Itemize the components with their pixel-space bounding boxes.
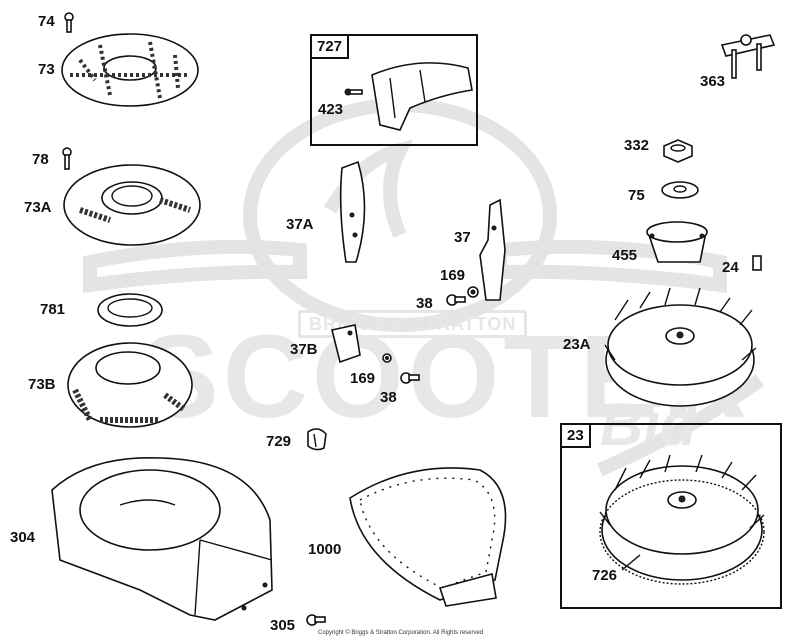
watermark-brand: BRIGGS & STRATTON: [298, 310, 528, 338]
housing-73a-icon: [63, 164, 201, 246]
part-box-23: [560, 423, 782, 609]
label-37: 37: [454, 229, 471, 246]
label-332: 332: [624, 137, 650, 154]
washer-75-icon: [661, 181, 699, 199]
screw-38a-icon: [446, 294, 466, 306]
bracket-363-icon: [720, 34, 776, 79]
nut-332-icon: [663, 139, 693, 163]
label-75: 75: [628, 187, 645, 204]
label-169b: 169: [350, 370, 376, 387]
cover-727-icon: [344, 62, 473, 131]
screw-305-icon: [306, 614, 326, 626]
screen-73b-icon: [67, 342, 193, 428]
cup-455-icon: [646, 221, 708, 263]
label-24: 24: [722, 259, 739, 276]
screw-78-icon: [62, 147, 72, 170]
label-169a: 169: [440, 267, 466, 284]
screw-38b-icon: [400, 372, 420, 384]
blower-housing-304-icon: [51, 456, 273, 621]
label-781: 781: [40, 301, 66, 318]
screen-73-icon: [61, 33, 199, 107]
label-37b: 37B: [290, 341, 318, 358]
flywheel-726-icon: [599, 454, 765, 585]
screw-74-icon: [64, 12, 74, 33]
label-455: 455: [612, 247, 638, 264]
label-304: 304: [10, 529, 36, 546]
label-73: 73: [38, 61, 55, 78]
grommet-729-icon: [307, 428, 327, 451]
label-78: 78: [32, 151, 49, 168]
label-363: 363: [700, 73, 726, 90]
baffle-37a-icon: [339, 160, 366, 263]
ring-781-icon: [97, 293, 163, 327]
nut-169b-icon: [382, 353, 392, 363]
key-24-icon: [752, 255, 762, 271]
copyright-text: Copyright © Briggs & Stratton Corporatio…: [318, 630, 484, 636]
baffle-37-icon: [479, 198, 506, 301]
part-box-23-label: 23: [562, 425, 591, 448]
label-38b: 38: [380, 389, 397, 406]
label-73b: 73B: [28, 376, 56, 393]
label-23a: 23A: [563, 336, 591, 353]
label-729: 729: [266, 433, 292, 450]
bracket-37b-icon: [331, 324, 361, 364]
label-305: 305: [270, 617, 296, 634]
nut-169a-icon: [467, 286, 479, 298]
part-box-727: [310, 34, 478, 146]
label-423: 423: [318, 101, 344, 118]
label-726: 726: [592, 567, 618, 584]
label-37a: 37A: [286, 216, 314, 233]
label-73a: 73A: [24, 199, 52, 216]
label-38a: 38: [416, 295, 433, 312]
gasket-1000-icon: [349, 467, 507, 607]
label-74: 74: [38, 13, 55, 30]
label-1000: 1000: [308, 541, 342, 558]
flywheel-23a-icon: [604, 287, 757, 407]
part-box-727-label: 727: [312, 36, 350, 59]
